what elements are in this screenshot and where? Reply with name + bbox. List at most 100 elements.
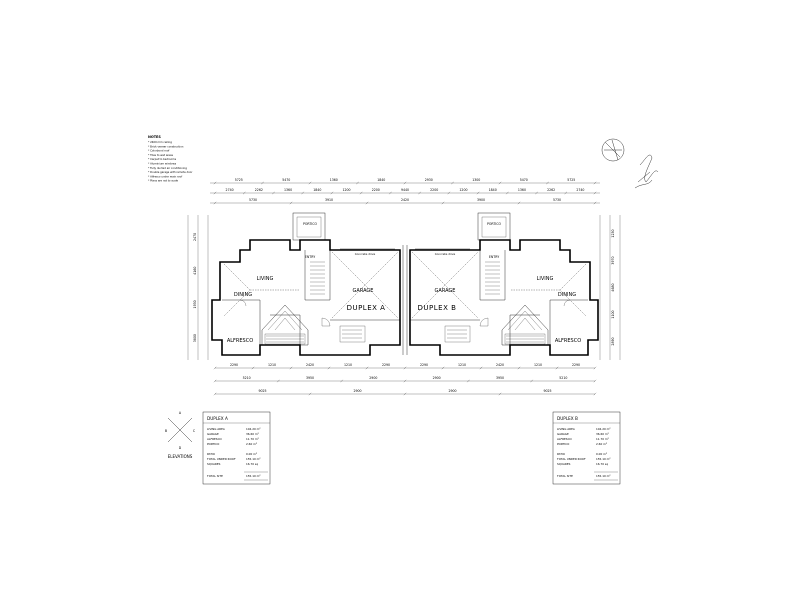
table-row-value: 104.20 m² bbox=[246, 427, 261, 431]
dimension-value: 2290 bbox=[382, 363, 390, 367]
room-entry-b: ENTRY bbox=[489, 255, 499, 259]
dimension-value: 2930 bbox=[425, 178, 433, 182]
dimension-value: 1360 bbox=[518, 188, 526, 192]
unit-label-duplex-b: DUPLEX B bbox=[418, 304, 457, 312]
dimension-value: 1360 bbox=[330, 178, 338, 182]
dimension-value: 3950 bbox=[496, 376, 504, 380]
elevation-key: A B C D ELEVATIONS bbox=[165, 411, 196, 459]
dimension-value: 1210 bbox=[268, 363, 276, 367]
signature-mark-icon bbox=[634, 154, 659, 189]
table-row-value: 2.60 m² bbox=[246, 442, 257, 446]
dimension-value: 5470 bbox=[520, 178, 528, 182]
table-row-value: 11.70 m² bbox=[596, 437, 609, 441]
table-b-title: DUPLEX B bbox=[557, 416, 578, 421]
elevations-title: ELEVATIONS bbox=[168, 454, 193, 459]
dimension-value: 1200 bbox=[459, 188, 467, 192]
dimension-value: 1210 bbox=[458, 363, 466, 367]
dimension-value: 2290 bbox=[230, 363, 238, 367]
dimension-value: 3950 bbox=[306, 376, 314, 380]
dimension-value: 2900 bbox=[369, 376, 377, 380]
room-garage-a: GARAGE bbox=[353, 288, 374, 294]
table-row-label: GARAGE bbox=[557, 432, 569, 436]
elevation-letter: A bbox=[179, 411, 182, 415]
dimension-value: 2420 bbox=[306, 363, 314, 367]
dimension-value: 1360 bbox=[284, 188, 292, 192]
dimension-value: 9440 bbox=[401, 188, 409, 192]
dimension-value: 5725 bbox=[235, 178, 243, 182]
room-alfresco-b: ALFRESCO bbox=[555, 338, 581, 344]
dimension-value: 4160 bbox=[193, 267, 197, 275]
room-living-a: LIVING bbox=[257, 276, 274, 282]
dimension-value: 1840 bbox=[313, 188, 321, 192]
table-a-total-label: TOTAL SITE bbox=[206, 474, 223, 478]
dimension-value: 2290 bbox=[420, 363, 428, 367]
dimension-value: 2900 bbox=[433, 376, 441, 380]
dimension-value: 2290 bbox=[572, 363, 580, 367]
table-row-value: 2.60 m² bbox=[596, 442, 607, 446]
dimension-value: 2262 bbox=[547, 188, 555, 192]
note-line: * Colorbond roof bbox=[148, 149, 169, 153]
note-line: * Double garage with remote door bbox=[148, 170, 193, 174]
table-b-total-label: TOTAL SITE bbox=[556, 474, 573, 478]
elevation-letter: D bbox=[179, 446, 182, 450]
dimension-value: 2890 bbox=[611, 337, 615, 345]
dimension-value: 2262 bbox=[255, 188, 263, 192]
driveway-label-a: Concrete drive bbox=[355, 252, 376, 256]
room-portico-a: PORTICO bbox=[303, 222, 318, 226]
dimension-value: 2200 bbox=[372, 188, 380, 192]
room-living-b: LIVING bbox=[537, 276, 554, 282]
table-b-total-value: 155.10 m² bbox=[596, 474, 611, 478]
dimension-value: 3800 bbox=[193, 334, 197, 342]
note-line: * Brick veneer construction bbox=[148, 144, 184, 148]
table-row-value: 0.00 m² bbox=[596, 452, 607, 456]
dimension-value: 5730 bbox=[249, 198, 257, 202]
table-row-label: LIVING AREA bbox=[207, 427, 225, 431]
dimension-value: 2740 bbox=[226, 188, 234, 192]
dimension-value: 2900 bbox=[353, 389, 361, 393]
note-line: * Aluminium windows bbox=[148, 162, 177, 166]
floor-plan: LIVING DINING GARAGE ALFRESCO PORTICO EN… bbox=[211, 212, 599, 356]
notes-heading: NOTES bbox=[148, 135, 161, 139]
table-row-value: 36.60 m² bbox=[596, 432, 609, 436]
room-dining-a: DINING bbox=[234, 292, 252, 298]
note-line: * 2400 mm ceiling bbox=[148, 140, 172, 144]
table-a-total-value: 155.10 m² bbox=[246, 474, 261, 478]
dimension-value: 1200 bbox=[342, 188, 350, 192]
table-row-label: LIVING AREA bbox=[557, 427, 575, 431]
elevation-letter: B bbox=[165, 429, 167, 433]
table-row-value: 36.60 m² bbox=[246, 432, 259, 436]
dimension-value: 4680 bbox=[611, 283, 615, 291]
table-row-label: ALFRESCO bbox=[557, 437, 573, 441]
table-row-label: ALFRESCO bbox=[207, 437, 223, 441]
dimension-value: 1210 bbox=[344, 363, 352, 367]
dimension-value: 5210 bbox=[243, 376, 251, 380]
dimension-value: 9025 bbox=[543, 389, 551, 393]
dimension-value: 3900 bbox=[477, 198, 485, 202]
elevation-letter: C bbox=[193, 429, 196, 433]
dimension-value: 5470 bbox=[282, 178, 290, 182]
table-row-label: TOTAL UNDER ROOF bbox=[556, 457, 586, 461]
dimension-value: 3910 bbox=[325, 198, 333, 202]
notes-lines: * 2400 mm ceiling* Brick veneer construc… bbox=[148, 140, 193, 183]
driveway-label-b: Concrete drive bbox=[435, 252, 456, 256]
north-point-icon bbox=[601, 138, 625, 162]
dimension-value: 2470 bbox=[193, 233, 197, 241]
table-row-value: 155.10 m² bbox=[596, 457, 611, 461]
table-row-label: SQUARES bbox=[207, 462, 221, 466]
dimension-value: 1840 bbox=[377, 178, 385, 182]
dimension-value: 1100 bbox=[611, 310, 615, 318]
table-row-label: PORTICO bbox=[557, 442, 570, 446]
dimension-value: 2900 bbox=[448, 389, 456, 393]
dimension-value: 3970 bbox=[611, 256, 615, 264]
dimension-value: 1840 bbox=[489, 188, 497, 192]
table-row-label: PORTICO bbox=[207, 442, 220, 446]
